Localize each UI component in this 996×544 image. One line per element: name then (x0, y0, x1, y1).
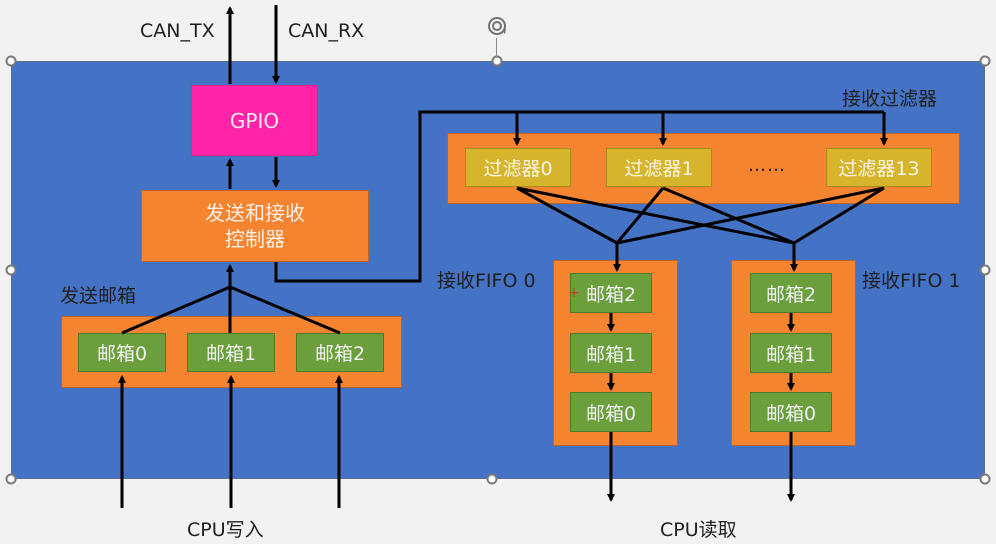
cpu-read-label: CPU读取 (660, 519, 737, 541)
fifo1-title: 接收FIFO 1 (862, 270, 961, 292)
controller-label-line1: 发送和接收 (205, 201, 305, 225)
resize-handle-top-left[interactable] (5, 55, 17, 67)
resize-handle-top[interactable] (491, 55, 503, 67)
cpu-write-label: CPU写入 (187, 519, 264, 541)
fifo1-mailbox-1-label: 邮箱1 (765, 343, 817, 366)
filter-0-label: 过滤器0 (483, 158, 553, 180)
fifo0-mailbox-2[interactable]: 邮箱2 (570, 273, 652, 313)
resize-handle-right[interactable] (979, 264, 991, 276)
fifo1-mailbox-0-label: 邮箱0 (765, 402, 817, 425)
resize-handle-bottom[interactable] (486, 473, 498, 485)
filter-13[interactable]: 过滤器13 (826, 148, 932, 187)
fifo1-mailbox-1[interactable]: 邮箱1 (750, 333, 832, 373)
tx-mailbox-title: 发送邮箱 (60, 285, 137, 307)
rotate-handle-stem (496, 38, 497, 58)
tx-mailbox-2[interactable]: 邮箱2 (296, 333, 384, 372)
controller-label-line2: 控制器 (225, 227, 285, 251)
fifo0-mailbox-1[interactable]: 邮箱1 (570, 333, 652, 373)
fifo0-mailbox-0-label: 邮箱0 (585, 402, 637, 425)
cursor-crosshair-icon: + (568, 285, 580, 301)
fifo1-mailbox-2-label: 邮箱2 (765, 283, 817, 306)
fifo0-mailbox-1-label: 邮箱1 (585, 343, 637, 366)
filter-title: 接收过滤器 (842, 88, 938, 110)
filter-13-label: 过滤器13 (838, 158, 920, 180)
fifo1-mailbox-0[interactable]: 邮箱0 (750, 392, 832, 432)
gpio-label: GPIO (229, 108, 280, 133)
gpio-block[interactable]: GPIO (191, 85, 318, 156)
can-tx-label: CAN_TX (140, 20, 215, 42)
rotate-handle-icon[interactable] (486, 15, 508, 37)
filter-1-label: 过滤器1 (624, 158, 694, 180)
fifo1-mailbox-2[interactable]: 邮箱2 (750, 273, 832, 313)
tx-mailbox-0[interactable]: 邮箱0 (78, 333, 166, 372)
fifo0-title: 接收FIFO 0 (437, 270, 536, 292)
tx-rx-controller-block[interactable]: 发送和接收 控制器 (141, 190, 369, 262)
filter-ellipsis: …… (748, 155, 786, 176)
fifo0-mailbox-0[interactable]: 邮箱0 (570, 392, 652, 432)
resize-handle-bottom-left[interactable] (5, 473, 17, 485)
tx-mailbox-1[interactable]: 邮箱1 (187, 333, 275, 372)
tx-mailbox-2-label: 邮箱2 (314, 343, 366, 365)
filter-0[interactable]: 过滤器0 (465, 148, 571, 187)
fifo0-mailbox-2-label: 邮箱2 (585, 283, 637, 306)
resize-handle-left[interactable] (5, 264, 17, 276)
resize-handle-bottom-right[interactable] (979, 473, 991, 485)
tx-mailbox-0-label: 邮箱0 (96, 343, 148, 365)
can-rx-label: CAN_RX (288, 20, 365, 42)
filter-1[interactable]: 过滤器1 (606, 148, 712, 187)
resize-handle-top-right[interactable] (979, 55, 991, 67)
tx-mailbox-1-label: 邮箱1 (205, 343, 257, 365)
